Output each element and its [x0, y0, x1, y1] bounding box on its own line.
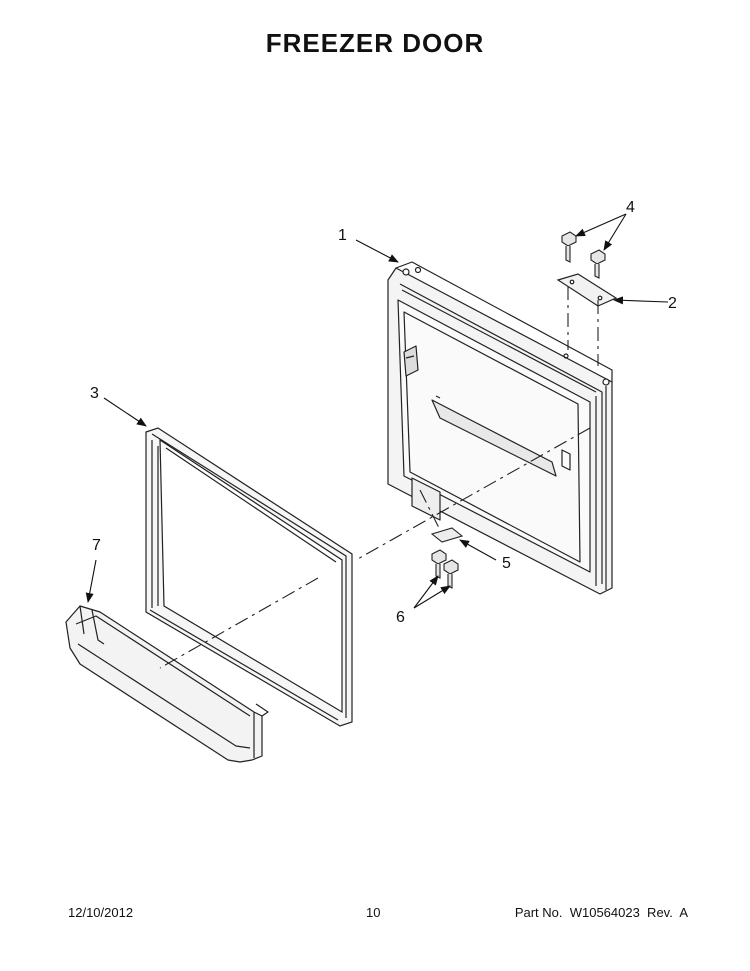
part-7-door-bin: [65, 605, 269, 763]
callout-3: 3: [90, 385, 99, 402]
callout-5: 5: [502, 555, 511, 572]
footer-page-number: 10: [366, 905, 381, 920]
page-title: FREEZER DOOR: [265, 28, 485, 58]
alignment-lines: [159, 286, 599, 669]
callout-4: 4: [626, 199, 635, 216]
callout-2: 2: [668, 295, 677, 312]
part-4-screws-top: [561, 231, 606, 279]
part-1-door-panel: [387, 261, 613, 595]
footer-date: 12/10/2012: [68, 905, 134, 920]
part-3-gasket: [145, 427, 353, 727]
part-6-screws-bottom: [431, 549, 459, 589]
callout-7: 7: [92, 537, 101, 554]
callout-1: 1: [338, 227, 347, 244]
part-2-hinge-plate: [556, 273, 618, 307]
callout-6: 6: [396, 609, 405, 626]
footer-part-number: Part No. W10564023 Rev. A: [514, 905, 688, 920]
leader-lines: [85, 213, 669, 609]
part-5-bracket: [430, 527, 464, 543]
